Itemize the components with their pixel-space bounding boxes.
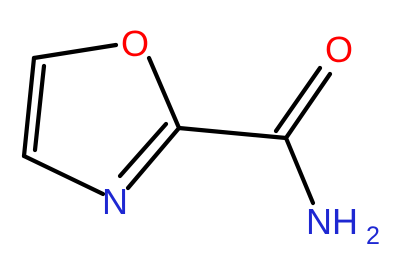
ring-nitrogen-label: N	[102, 181, 128, 222]
bond-c5-c4-inner	[32, 63, 47, 153]
amide-subscript-label: 2	[366, 222, 380, 250]
bond-carbonyl-double-inner	[273, 65, 323, 134]
bond-o1-c5	[31, 42, 119, 61]
bond-n3-c2	[125, 125, 182, 191]
bond-c2-o1	[146, 55, 182, 131]
bond-carbonyl-c-n	[283, 135, 316, 206]
bond-carbonyl-double	[283, 71, 333, 141]
carbonyl-oxygen-label: O	[325, 29, 353, 70]
bond-c5-c4	[21, 55, 37, 159]
amide-nitrogen-label: NH	[306, 201, 358, 242]
bond-n3-c2-inner	[117, 121, 169, 179]
bond-c4-n3	[21, 153, 106, 197]
ring-oxygen-label: O	[121, 23, 149, 64]
bond-c2-carbonyl-c	[176, 125, 289, 141]
